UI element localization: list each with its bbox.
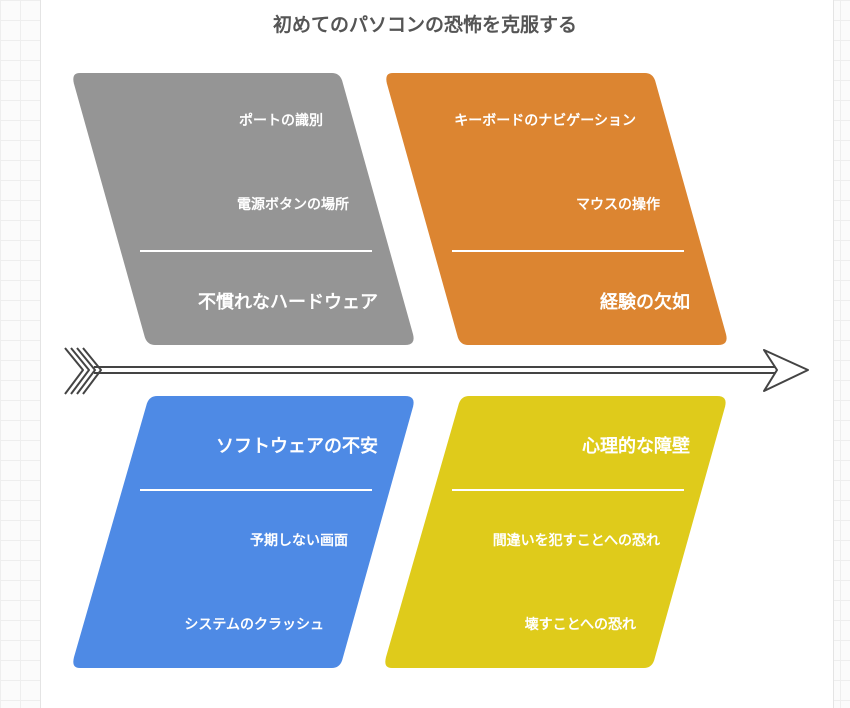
spine-tail	[64, 347, 102, 395]
diagram-title: 初めてのパソコンの恐怖を克服する	[272, 14, 577, 36]
hardware-cause-2: 電源ボタンの場所	[237, 197, 349, 213]
experience-cause-2: マウスの操作	[576, 197, 660, 213]
software-category-label: ソフトウェアの不安	[216, 436, 378, 457]
hardware-category-label: 不慣れなハードウェア	[198, 292, 378, 313]
psychology-cause-2: 壊すことへの恐れ	[524, 617, 636, 633]
software-cause-1: 予期しない画面	[250, 533, 348, 549]
psychology-category-label: 心理的な障壁	[582, 436, 690, 457]
hardware-cause-1: ポートの識別	[239, 113, 323, 129]
psychology-cause-1: 間違いを犯すことへの恐れ	[492, 533, 660, 549]
software-cause-2: システムのクラッシュ	[184, 617, 324, 633]
spine-arrowhead	[763, 349, 809, 392]
hardware-category-box	[71, 71, 416, 347]
experience-category-box	[384, 71, 729, 347]
experience-category-label: 経験の欠如	[600, 292, 690, 313]
experience-cause-1: キーボードのナビゲーション	[454, 113, 636, 129]
software-category-box	[71, 394, 416, 670]
psychology-category-box	[383, 394, 728, 670]
